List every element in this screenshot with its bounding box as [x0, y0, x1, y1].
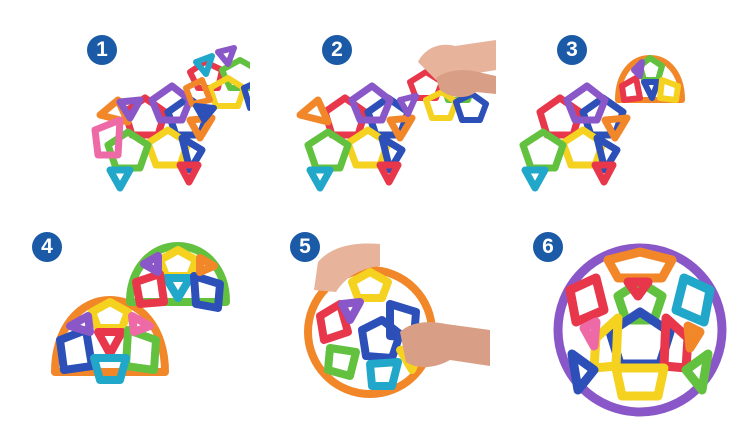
half-dome-illustration: [519, 55, 685, 192]
dome: [615, 55, 685, 103]
holding-hands: [314, 243, 490, 368]
step-number-badge: 2: [322, 35, 352, 65]
left-dome: [51, 296, 169, 384]
step-number-badge: 6: [533, 232, 563, 262]
step-number-badge: 3: [557, 35, 587, 65]
assembling-hands: [418, 40, 496, 98]
step-number-badge: 5: [290, 232, 320, 262]
finished-ball-illustration: [553, 243, 727, 417]
step-5-panel: 5: [250, 220, 500, 440]
two-half-domes-illustration: [51, 242, 230, 384]
step-2-panel: 2: [250, 0, 500, 220]
flat-tile-net-illustration: [91, 45, 250, 192]
step-6-panel: 6: [500, 220, 750, 440]
step-1-panel: 1: [0, 0, 250, 220]
step-3-panel: 3: [500, 0, 750, 220]
step-number-badge: 1: [87, 35, 117, 65]
step-4-panel: 4: [0, 220, 250, 440]
step-number-badge: 4: [32, 232, 62, 262]
right-dome: [126, 242, 230, 312]
closing-ball-illustration: [304, 243, 490, 398]
hands-assembling-illustration: [296, 40, 496, 192]
